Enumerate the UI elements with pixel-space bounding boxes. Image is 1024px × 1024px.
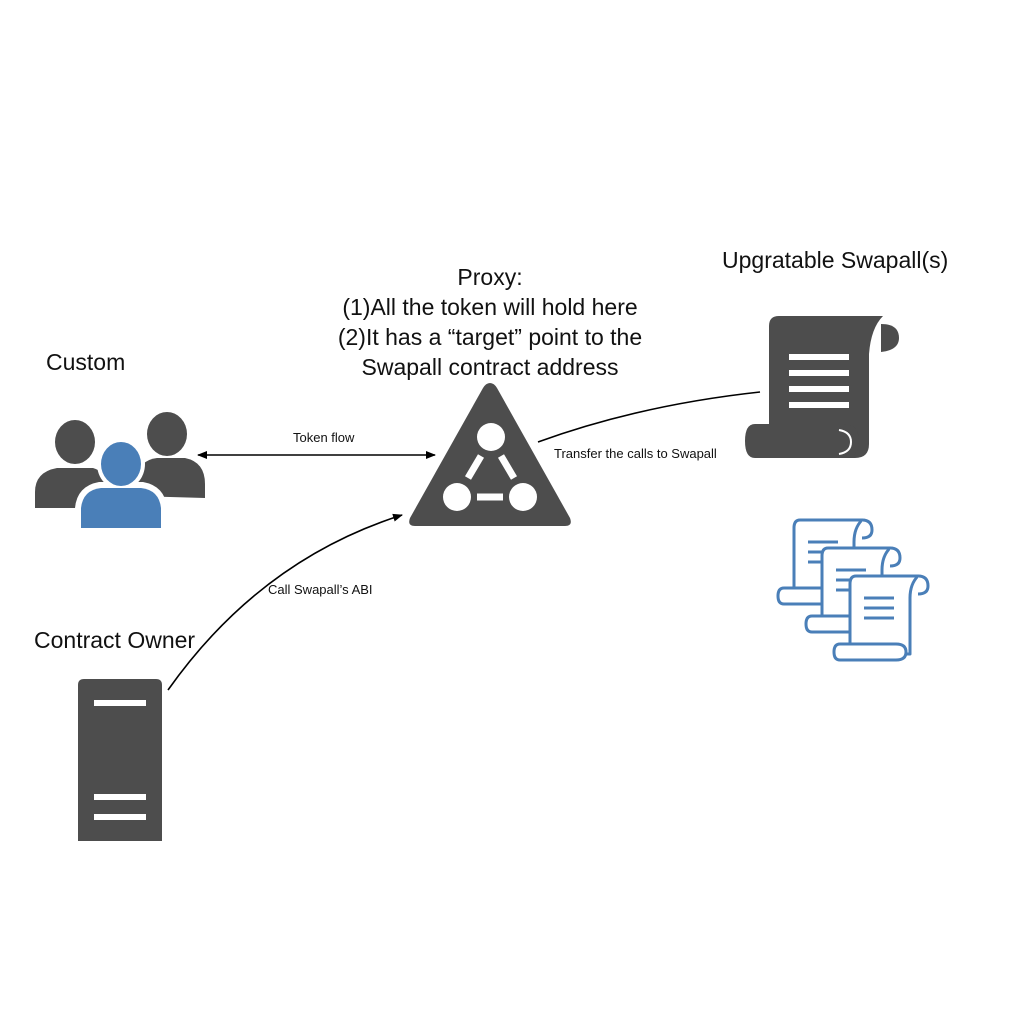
server-icon <box>78 679 162 841</box>
transfer-calls-label: Transfer the calls to Swapall <box>554 446 717 461</box>
users-group-icon <box>35 412 205 528</box>
call-abi-label: Call Swapall’s ABI <box>268 582 373 597</box>
proxy-title: Proxy: <box>457 264 523 290</box>
custom-label: Custom <box>46 349 126 375</box>
contract-owner-label: Contract Owner <box>34 627 196 653</box>
transfer-calls-line <box>537 391 761 443</box>
proxy-line-3: Swapall contract address <box>361 354 619 380</box>
token-flow-label: Token flow <box>293 430 355 445</box>
scroll-stack-icon <box>776 518 930 662</box>
upgratable-swapall-label: Upgratable Swapall(s) <box>722 247 949 273</box>
proxy-line-1: (1)All the token will hold here <box>342 294 638 320</box>
call-abi-arrow <box>167 513 403 691</box>
proxy-line-2: (2)It has a “target” point to the <box>337 324 643 350</box>
network-triangle-icon <box>409 383 571 526</box>
scroll-document-icon <box>745 316 899 458</box>
proxy-description: Proxy: (1)All the token will hold here (… <box>300 262 680 382</box>
